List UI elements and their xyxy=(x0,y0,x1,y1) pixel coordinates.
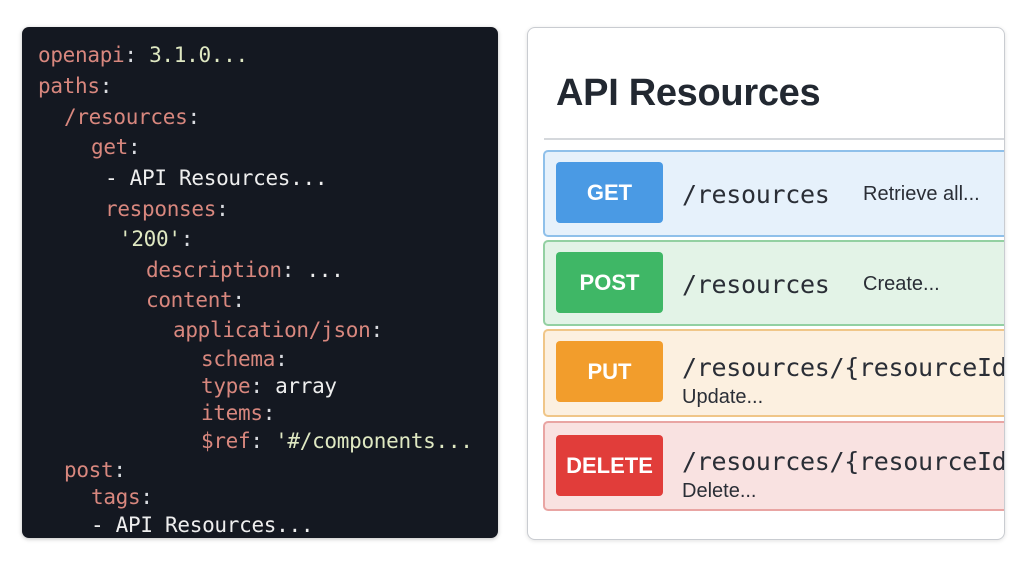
operation-summary: Delete... xyxy=(682,480,757,502)
code-line-ref: $ref: '#/components... xyxy=(201,429,473,453)
operation-get-resources[interactable]: GET /resources Retrieve all... xyxy=(543,150,1004,237)
code-line-resources-path: /resources: xyxy=(64,105,200,129)
code-line-type: type: array xyxy=(201,374,337,398)
put-method-badge: PUT xyxy=(556,341,663,402)
operation-delete-resource[interactable]: DELETE /resources/{resourceId} Delete... xyxy=(543,421,1005,511)
code-line-post: post: xyxy=(64,458,126,482)
code-line-openapi: openapi: 3.1.0... xyxy=(38,43,248,67)
operation-path: /resources/{resourceId} xyxy=(682,353,1005,382)
code-line-schema: schema: xyxy=(201,347,288,371)
operation-path: /resources xyxy=(682,180,830,209)
api-title: API Resources xyxy=(556,72,821,114)
code-editor-panel: openapi: 3.1.0... paths: /resources: get… xyxy=(22,27,498,538)
code-line-description: description: ... xyxy=(146,258,344,282)
code-line-get: get: xyxy=(91,135,141,159)
code-line-media-type: application/json: xyxy=(173,318,383,342)
code-line-get-tag: - API Resources... xyxy=(105,166,328,190)
title-divider xyxy=(544,138,1004,140)
code-line-content: content: xyxy=(146,288,245,312)
operation-path: /resources xyxy=(682,270,830,299)
operation-summary: Retrieve all... xyxy=(863,183,980,205)
code-line-post-tag: - API Resources... xyxy=(91,513,314,537)
operation-post-resources[interactable]: POST /resources Create... xyxy=(543,240,1004,326)
delete-method-badge: DELETE xyxy=(556,435,663,496)
api-docs-panel: API Resources GET /resources Retrieve al… xyxy=(527,27,1005,540)
operation-put-resource[interactable]: PUT /resources/{resourceId} Update... xyxy=(543,329,1005,417)
code-line-responses: responses: xyxy=(105,197,229,221)
get-method-badge: GET xyxy=(556,162,663,223)
operation-path: /resources/{resourceId} xyxy=(682,447,1005,476)
operation-summary: Create... xyxy=(863,273,940,295)
code-line-paths: paths: xyxy=(38,74,113,98)
code-line-status-200: '200': xyxy=(119,227,194,251)
code-line-tags: tags: xyxy=(91,485,153,509)
code-line-items: items: xyxy=(201,401,276,425)
operation-summary: Update... xyxy=(682,386,764,408)
post-method-badge: POST xyxy=(556,252,663,313)
